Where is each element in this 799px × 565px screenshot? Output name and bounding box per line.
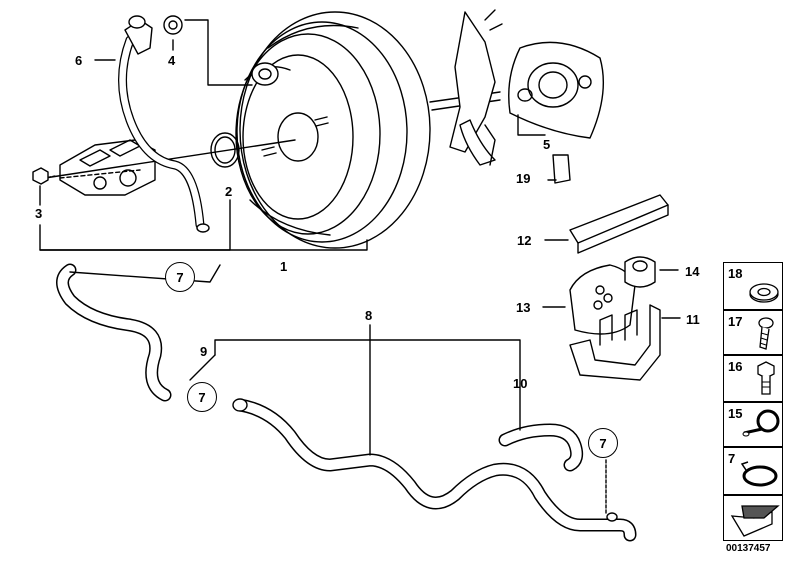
legend-item-18: 18 xyxy=(723,262,783,310)
callout-13: 13 xyxy=(516,300,531,315)
callout-1: 1 xyxy=(280,259,288,274)
callout-19: 19 xyxy=(516,171,531,186)
document-number: 00137457 xyxy=(726,543,771,554)
callout-14: 14 xyxy=(685,264,700,279)
screw-icon xyxy=(758,317,774,350)
callout-3: 3 xyxy=(35,206,43,221)
bolt-icon xyxy=(757,361,775,395)
legend-item-7: 7 xyxy=(723,447,783,495)
circled-callout-7: 7 xyxy=(187,382,217,412)
legend-number: 15 xyxy=(728,406,743,421)
hose-clip-icon xyxy=(742,409,780,437)
legend-item-17: 17 xyxy=(723,310,783,355)
callout-10: 10 xyxy=(513,376,528,391)
legend-item-15: 15 xyxy=(723,402,783,447)
legend-number: 16 xyxy=(728,359,743,374)
callout-2: 2 xyxy=(225,184,233,199)
circled-callout-7: 7 xyxy=(588,428,618,458)
callout-8: 8 xyxy=(365,308,373,323)
callout-11: 11 xyxy=(686,312,700,327)
washer-icon xyxy=(749,283,779,303)
legend-number: 7 xyxy=(728,451,736,466)
legend-item-arrow xyxy=(723,495,783,541)
circled-callout-7: 7 xyxy=(165,262,195,292)
legend-number: 17 xyxy=(728,314,743,329)
legend-item-16: 16 xyxy=(723,355,783,402)
callout-6: 6 xyxy=(75,53,83,68)
callout-5: 5 xyxy=(543,137,551,152)
hose-clamp-icon xyxy=(740,461,778,487)
brake-booster xyxy=(235,11,431,249)
legend-number: 18 xyxy=(728,266,743,281)
arrow-icon xyxy=(730,505,780,537)
callout-4: 4 xyxy=(168,53,176,68)
callout-12: 12 xyxy=(517,233,532,248)
callout-9: 9 xyxy=(200,344,208,359)
